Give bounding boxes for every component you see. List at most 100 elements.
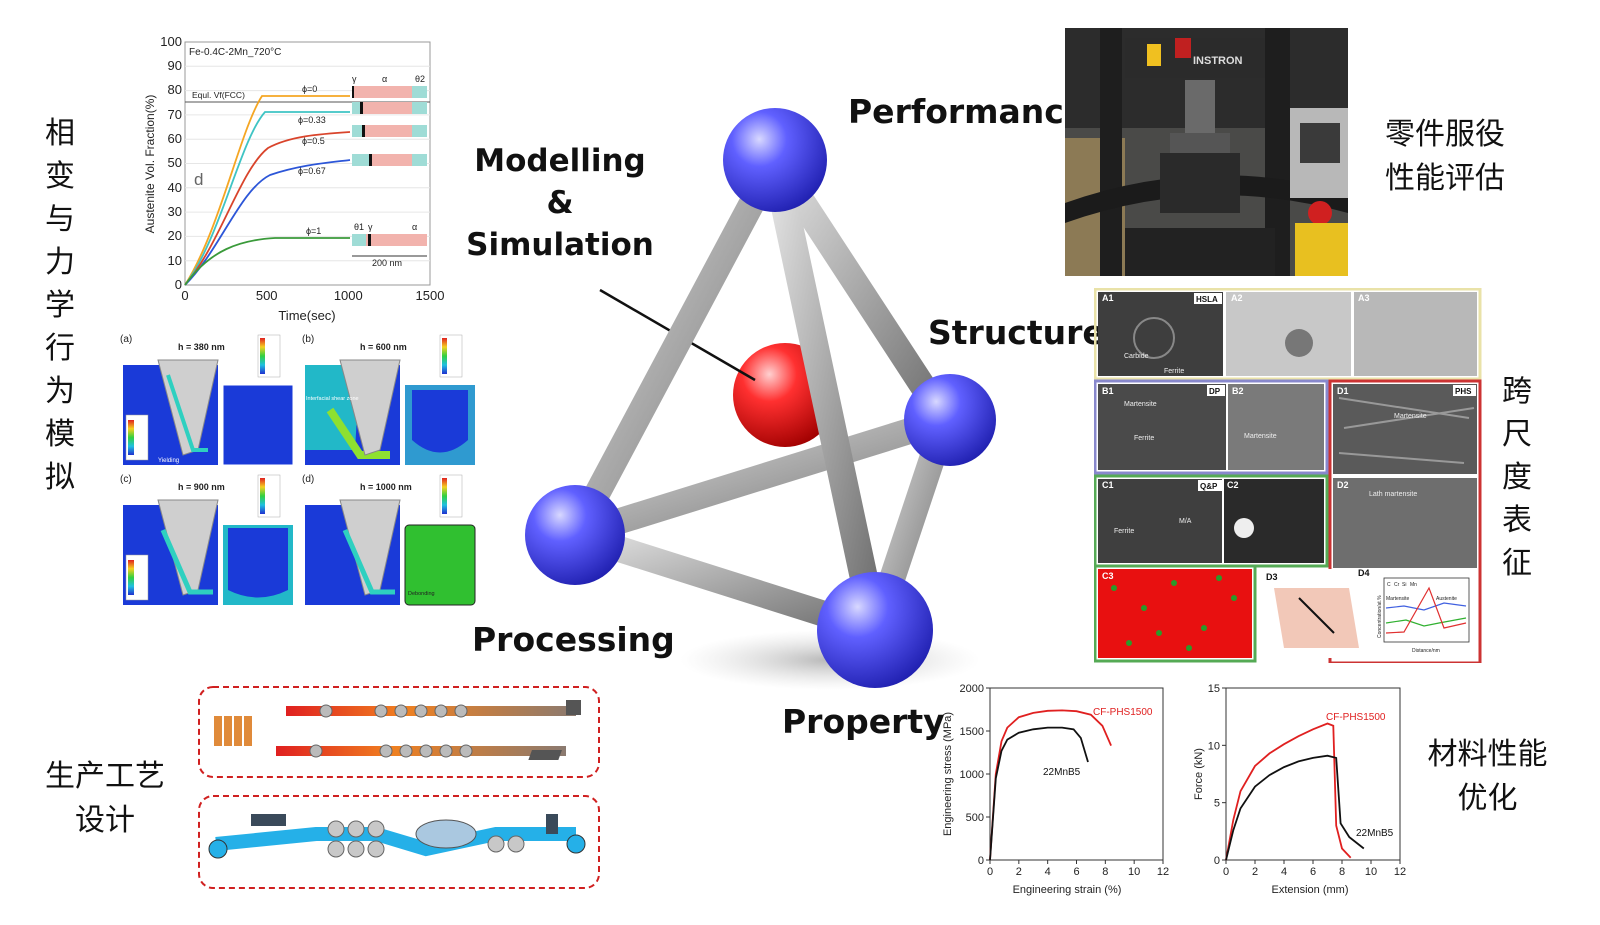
d4-legend: Mn bbox=[1410, 582, 1417, 588]
series-line bbox=[989, 726, 1089, 861]
micro-id: C3 bbox=[1102, 571, 1114, 581]
micro-id: A3 bbox=[1358, 293, 1370, 303]
x-tick-label: 0 bbox=[987, 866, 993, 878]
micro-id: D4 bbox=[1358, 568, 1370, 578]
x-axis-label: Engineering strain (%) bbox=[1013, 884, 1122, 896]
x-tick-label: 10 bbox=[1365, 866, 1377, 878]
micrograph-grid: A1 A2 A3 B1 B2 D1 C1 C2 D2 C3 D3 D4 HSLA… bbox=[1094, 288, 1482, 663]
x-tick-label: 8 bbox=[1339, 866, 1345, 878]
x-tick-label: 2 bbox=[1252, 866, 1258, 878]
fem-note: Yielding bbox=[158, 458, 179, 464]
y-axis-label: Engineering stress (MPa) bbox=[942, 712, 954, 836]
process-design-label: 生产工艺 设计 bbox=[45, 759, 165, 838]
micro-tag: Q&P bbox=[1200, 482, 1218, 491]
d4-legend: Si bbox=[1402, 582, 1406, 588]
x-tick-label: 0 bbox=[1223, 866, 1229, 878]
series-line bbox=[1225, 754, 1365, 861]
phase-label: α bbox=[382, 74, 387, 84]
series-label: 22MnB5 bbox=[1043, 767, 1081, 778]
x-tick: 1500 bbox=[416, 288, 445, 303]
phase-label: θ1 bbox=[354, 222, 364, 232]
curve-label: ϕ=0.67 bbox=[298, 166, 326, 176]
fem-note: Debonding bbox=[408, 591, 435, 597]
series-label: 22MnB5 bbox=[1356, 828, 1394, 839]
x-tick-label: 4 bbox=[1281, 866, 1287, 878]
fem-panel-title: h = 600 nm bbox=[360, 342, 407, 352]
phase-word: Ferrite bbox=[1134, 435, 1154, 442]
phase-label: α bbox=[412, 222, 417, 232]
y-tick: 20 bbox=[168, 228, 182, 243]
fem-panel-title: h = 380 nm bbox=[178, 342, 225, 352]
micro-id: D1 bbox=[1337, 386, 1349, 396]
x-tick-label: 6 bbox=[1073, 866, 1079, 878]
x-axis-label: Time(sec) bbox=[278, 308, 335, 323]
structure-label: Structure bbox=[928, 313, 1105, 352]
y-tick: 50 bbox=[168, 155, 182, 170]
micro-id: B2 bbox=[1232, 386, 1244, 396]
d4-word: Austenite bbox=[1436, 596, 1457, 602]
y-axis-label: Force (kN) bbox=[1193, 748, 1205, 800]
micro-tag: DP bbox=[1209, 387, 1221, 396]
x-tick-label: 12 bbox=[1157, 866, 1169, 878]
series-label: CF-PHS1500 bbox=[1093, 707, 1153, 718]
x-tick-label: 6 bbox=[1310, 866, 1316, 878]
fem-panel-letter: (d) bbox=[302, 474, 314, 485]
phase-label: θ2 bbox=[415, 74, 425, 84]
modelling-simulation-label: Modelling & Simulation bbox=[466, 143, 654, 263]
property-optimization-label: 材料性能 优化 bbox=[1427, 737, 1548, 816]
d4-legend: Cr bbox=[1394, 582, 1400, 588]
y-tick: 80 bbox=[168, 82, 182, 97]
fem-panel-title: h = 1000 nm bbox=[360, 482, 412, 492]
x-axis-label: Extension (mm) bbox=[1271, 884, 1348, 896]
y-tick-label: 500 bbox=[966, 812, 984, 824]
curve-label: ϕ=0.5 bbox=[302, 136, 325, 146]
y-tick: 0 bbox=[175, 277, 182, 292]
d4-ylabel: Concentration/at.% bbox=[1377, 595, 1383, 638]
x-tick: 500 bbox=[256, 288, 278, 303]
x-tick: 1000 bbox=[334, 288, 363, 303]
fem-panel-title: h = 900 nm bbox=[178, 482, 225, 492]
equl-label: Equl. Vf(FCC) bbox=[192, 90, 245, 100]
panel-letter: d bbox=[194, 170, 203, 189]
y-tick: 70 bbox=[168, 107, 182, 122]
y-tick-label: 1500 bbox=[960, 726, 984, 738]
phase-word: M/A bbox=[1179, 518, 1192, 525]
phase-word: Martensite bbox=[1394, 413, 1427, 420]
phase-transformation-label: 相 变 与 力 学 行 为 模 拟 bbox=[45, 116, 75, 495]
y-tick: 90 bbox=[168, 58, 182, 73]
micro-tag: HSLA bbox=[1196, 295, 1218, 304]
service-performance-label: 零件服役 性能评估 bbox=[1385, 117, 1505, 196]
y-tick-label: 2000 bbox=[960, 683, 984, 695]
phase-word: Ferrite bbox=[1114, 528, 1134, 535]
x-tick-label: 10 bbox=[1128, 866, 1140, 878]
micro-id: C2 bbox=[1227, 480, 1239, 490]
y-tick-label: 0 bbox=[1214, 855, 1220, 867]
series-line bbox=[1225, 722, 1352, 861]
scale-label: 200 nm bbox=[372, 258, 402, 268]
instron-test-photo: INSTRON bbox=[1065, 28, 1348, 276]
tetrahedron-diagram bbox=[525, 108, 996, 690]
y-tick: 40 bbox=[168, 180, 182, 195]
y-axis-label: Austenite Vol. Fraction(%) bbox=[143, 95, 157, 234]
instron-brand: INSTRON bbox=[1193, 55, 1243, 67]
micro-id: A1 bbox=[1102, 293, 1114, 303]
x-tick: 0 bbox=[181, 288, 188, 303]
y-tick-label: 10 bbox=[1208, 740, 1220, 752]
phase-word: Martensite bbox=[1244, 433, 1277, 440]
multiscale-characterization-label: 跨 尺 度 表 征 bbox=[1502, 374, 1532, 581]
micro-id: D3 bbox=[1266, 572, 1278, 582]
phase-word: Ferrite bbox=[1164, 368, 1184, 375]
micro-id: C1 bbox=[1102, 480, 1114, 490]
production-process-diagram bbox=[198, 686, 600, 889]
d4-xlabel: Distance/nm bbox=[1412, 648, 1440, 654]
d4-word: Martensite bbox=[1386, 596, 1410, 602]
series-line bbox=[989, 709, 1112, 861]
x-tick-label: 2 bbox=[1016, 866, 1022, 878]
series-label: CF-PHS1500 bbox=[1326, 712, 1386, 723]
chart-title: Fe-0.4C-2Mn_720°C bbox=[189, 47, 281, 58]
processing-label: Processing bbox=[472, 620, 675, 659]
x-tick-label: 4 bbox=[1045, 866, 1051, 878]
performance-label: Performance bbox=[848, 92, 1087, 131]
fem-note: Interfacial shear zone bbox=[306, 396, 359, 402]
